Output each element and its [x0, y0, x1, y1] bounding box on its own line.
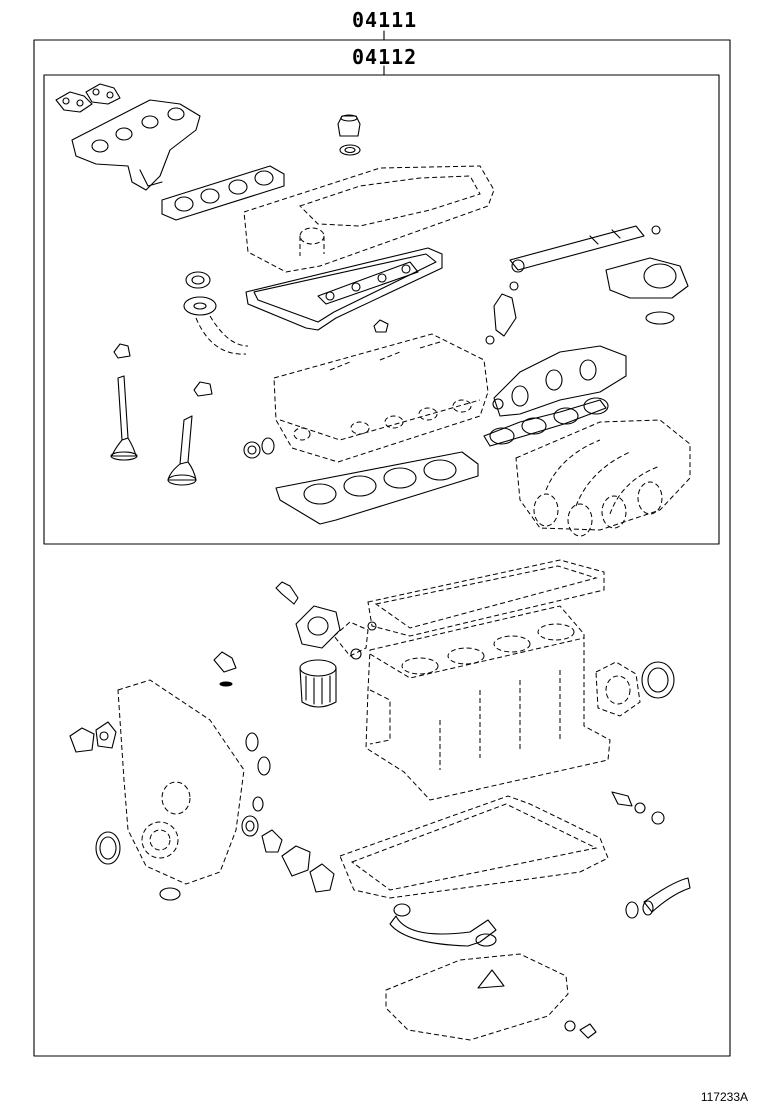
timing-cover-o-rings: [245, 732, 271, 812]
inner-kit-part-number: 04112: [352, 45, 418, 69]
outer-kit-part-number: 04111: [352, 8, 418, 32]
cylinder-head-cover: [243, 165, 495, 273]
water-pump-gasket: [69, 721, 117, 753]
water-inlet-gasket: [333, 621, 377, 660]
cylinder-head: [273, 333, 489, 463]
oil-filler-cap: [337, 114, 361, 156]
water-outlet-pipe: [183, 296, 249, 355]
small-plug: [373, 319, 389, 333]
valve-stem-seal-ex: [193, 381, 213, 397]
front-crankshaft-oil-seal: [95, 831, 121, 865]
intake-manifold-gasket: [492, 345, 627, 417]
head-gasket-upper-outline: [367, 559, 605, 637]
intake-manifold: [515, 419, 691, 537]
rear-oil-seal-retainer: [595, 661, 641, 717]
oil-filter: [299, 659, 337, 708]
oil-control-valve: [509, 225, 661, 273]
head-cover-gasket: [245, 247, 443, 331]
knock-sensor-bolt: [611, 791, 665, 825]
oil-pan: [385, 953, 597, 1041]
inner-kit-frame: [43, 74, 720, 545]
oil-pump-o-ring: [159, 887, 181, 901]
water-bypass-fitting: [261, 829, 335, 893]
rear-oil-seal: [641, 661, 675, 699]
crank-seal-small: [241, 815, 259, 837]
intake-valve: [110, 375, 138, 461]
oil-level-gauge-guide: [625, 877, 691, 919]
throttle-body: [605, 257, 689, 325]
exhaust-manifold-gasket: [161, 165, 285, 221]
cylinder-block: [365, 605, 611, 801]
intake-port-gasket: [483, 397, 609, 447]
exhaust-manifold: [71, 99, 201, 191]
exhaust-heat-shield-gaskets: [55, 83, 121, 113]
oil-strainer: [389, 903, 497, 947]
oil-pressure-switch: [213, 651, 237, 687]
camshaft-bearing-seal: [243, 437, 275, 459]
timing-chain-cover: [117, 679, 245, 885]
valve-stem-seal-in: [113, 343, 131, 359]
bolt: [275, 581, 299, 605]
outer-kit-frame: [33, 39, 731, 1057]
exhaust-valve: [167, 415, 197, 486]
spark-plug-tube-gaskets: [317, 261, 419, 305]
cylinder-head-gasket: [275, 451, 479, 525]
fuel-injector: [485, 281, 519, 345]
oil-pan-upper: [339, 795, 609, 899]
camshaft-seal: [185, 271, 211, 289]
water-inlet: [295, 605, 341, 649]
figure-id: 117233A: [700, 1090, 748, 1104]
